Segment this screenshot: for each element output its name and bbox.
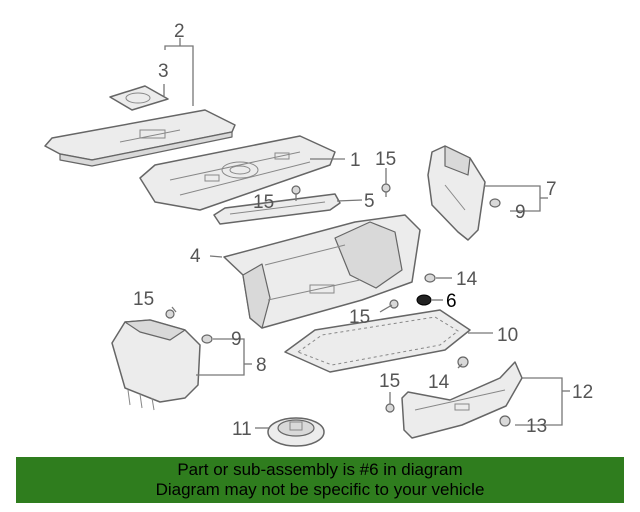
- callout-10: 10: [497, 325, 518, 346]
- callout-12: 12: [572, 382, 593, 403]
- callout-7: 7: [546, 179, 557, 200]
- part-8-side-trim-left[interactable]: [111, 319, 201, 411]
- part-12-scuff-plate[interactable]: [401, 361, 523, 439]
- part-9-fastener[interactable]: [489, 198, 501, 208]
- banner-line-1: Part or sub-assembly is #6 in diagram: [177, 460, 463, 479]
- callout-9: 9: [231, 329, 242, 350]
- part-5-sill-plate[interactable]: [213, 193, 341, 225]
- part-15-clip[interactable]: [381, 183, 391, 197]
- part-15-clip[interactable]: [389, 299, 399, 309]
- notice-banner: Part or sub-assembly is #6 in diagram Di…: [16, 457, 624, 503]
- callout-15: 15: [349, 307, 370, 328]
- banner-line-2: Diagram may not be specific to your vehi…: [155, 480, 485, 499]
- leader-lines: [163, 38, 570, 429]
- part-7-side-trim-right[interactable]: [427, 145, 486, 241]
- part-15-clip[interactable]: [291, 185, 301, 199]
- callout-4: 4: [190, 246, 201, 267]
- callout-3: 3: [158, 61, 169, 82]
- callout-9: 9: [515, 202, 526, 223]
- callout-15: 15: [379, 371, 400, 392]
- callout-1: 1: [350, 150, 361, 171]
- callout-5: 5: [364, 191, 375, 212]
- part-13-clip[interactable]: [499, 415, 511, 427]
- part-14-clip[interactable]: [424, 273, 436, 283]
- part-4-trunk-liner[interactable]: [223, 214, 421, 329]
- part-9-fastener[interactable]: [201, 334, 213, 344]
- parts-diagram: 2 3 1 15 15 5 7 9 4 14 6 15 15 10 9 8 14…: [44, 21, 593, 447]
- part-14-clip[interactable]: [457, 356, 469, 368]
- callout-2: 2: [174, 21, 185, 42]
- callout-13: 13: [526, 416, 547, 437]
- part-15-clip[interactable]: [385, 403, 395, 413]
- callout-15: 15: [375, 149, 396, 170]
- part-2-package-tray[interactable]: [44, 109, 236, 167]
- callout-14: 14: [456, 269, 478, 290]
- callout-6: 6: [446, 291, 457, 312]
- part-11-tire-hold-down[interactable]: [267, 417, 325, 447]
- callout-15: 15: [133, 289, 154, 310]
- callout-11: 11: [232, 419, 252, 440]
- part-10-floor-mat[interactable]: [284, 309, 471, 373]
- part-3-pad[interactable]: [109, 85, 169, 111]
- callout-14: 14: [428, 372, 450, 393]
- part-6-highlighted[interactable]: [416, 294, 432, 306]
- callout-8: 8: [256, 355, 267, 376]
- callout-15: 15: [253, 192, 274, 213]
- part-15-clip[interactable]: [165, 309, 175, 319]
